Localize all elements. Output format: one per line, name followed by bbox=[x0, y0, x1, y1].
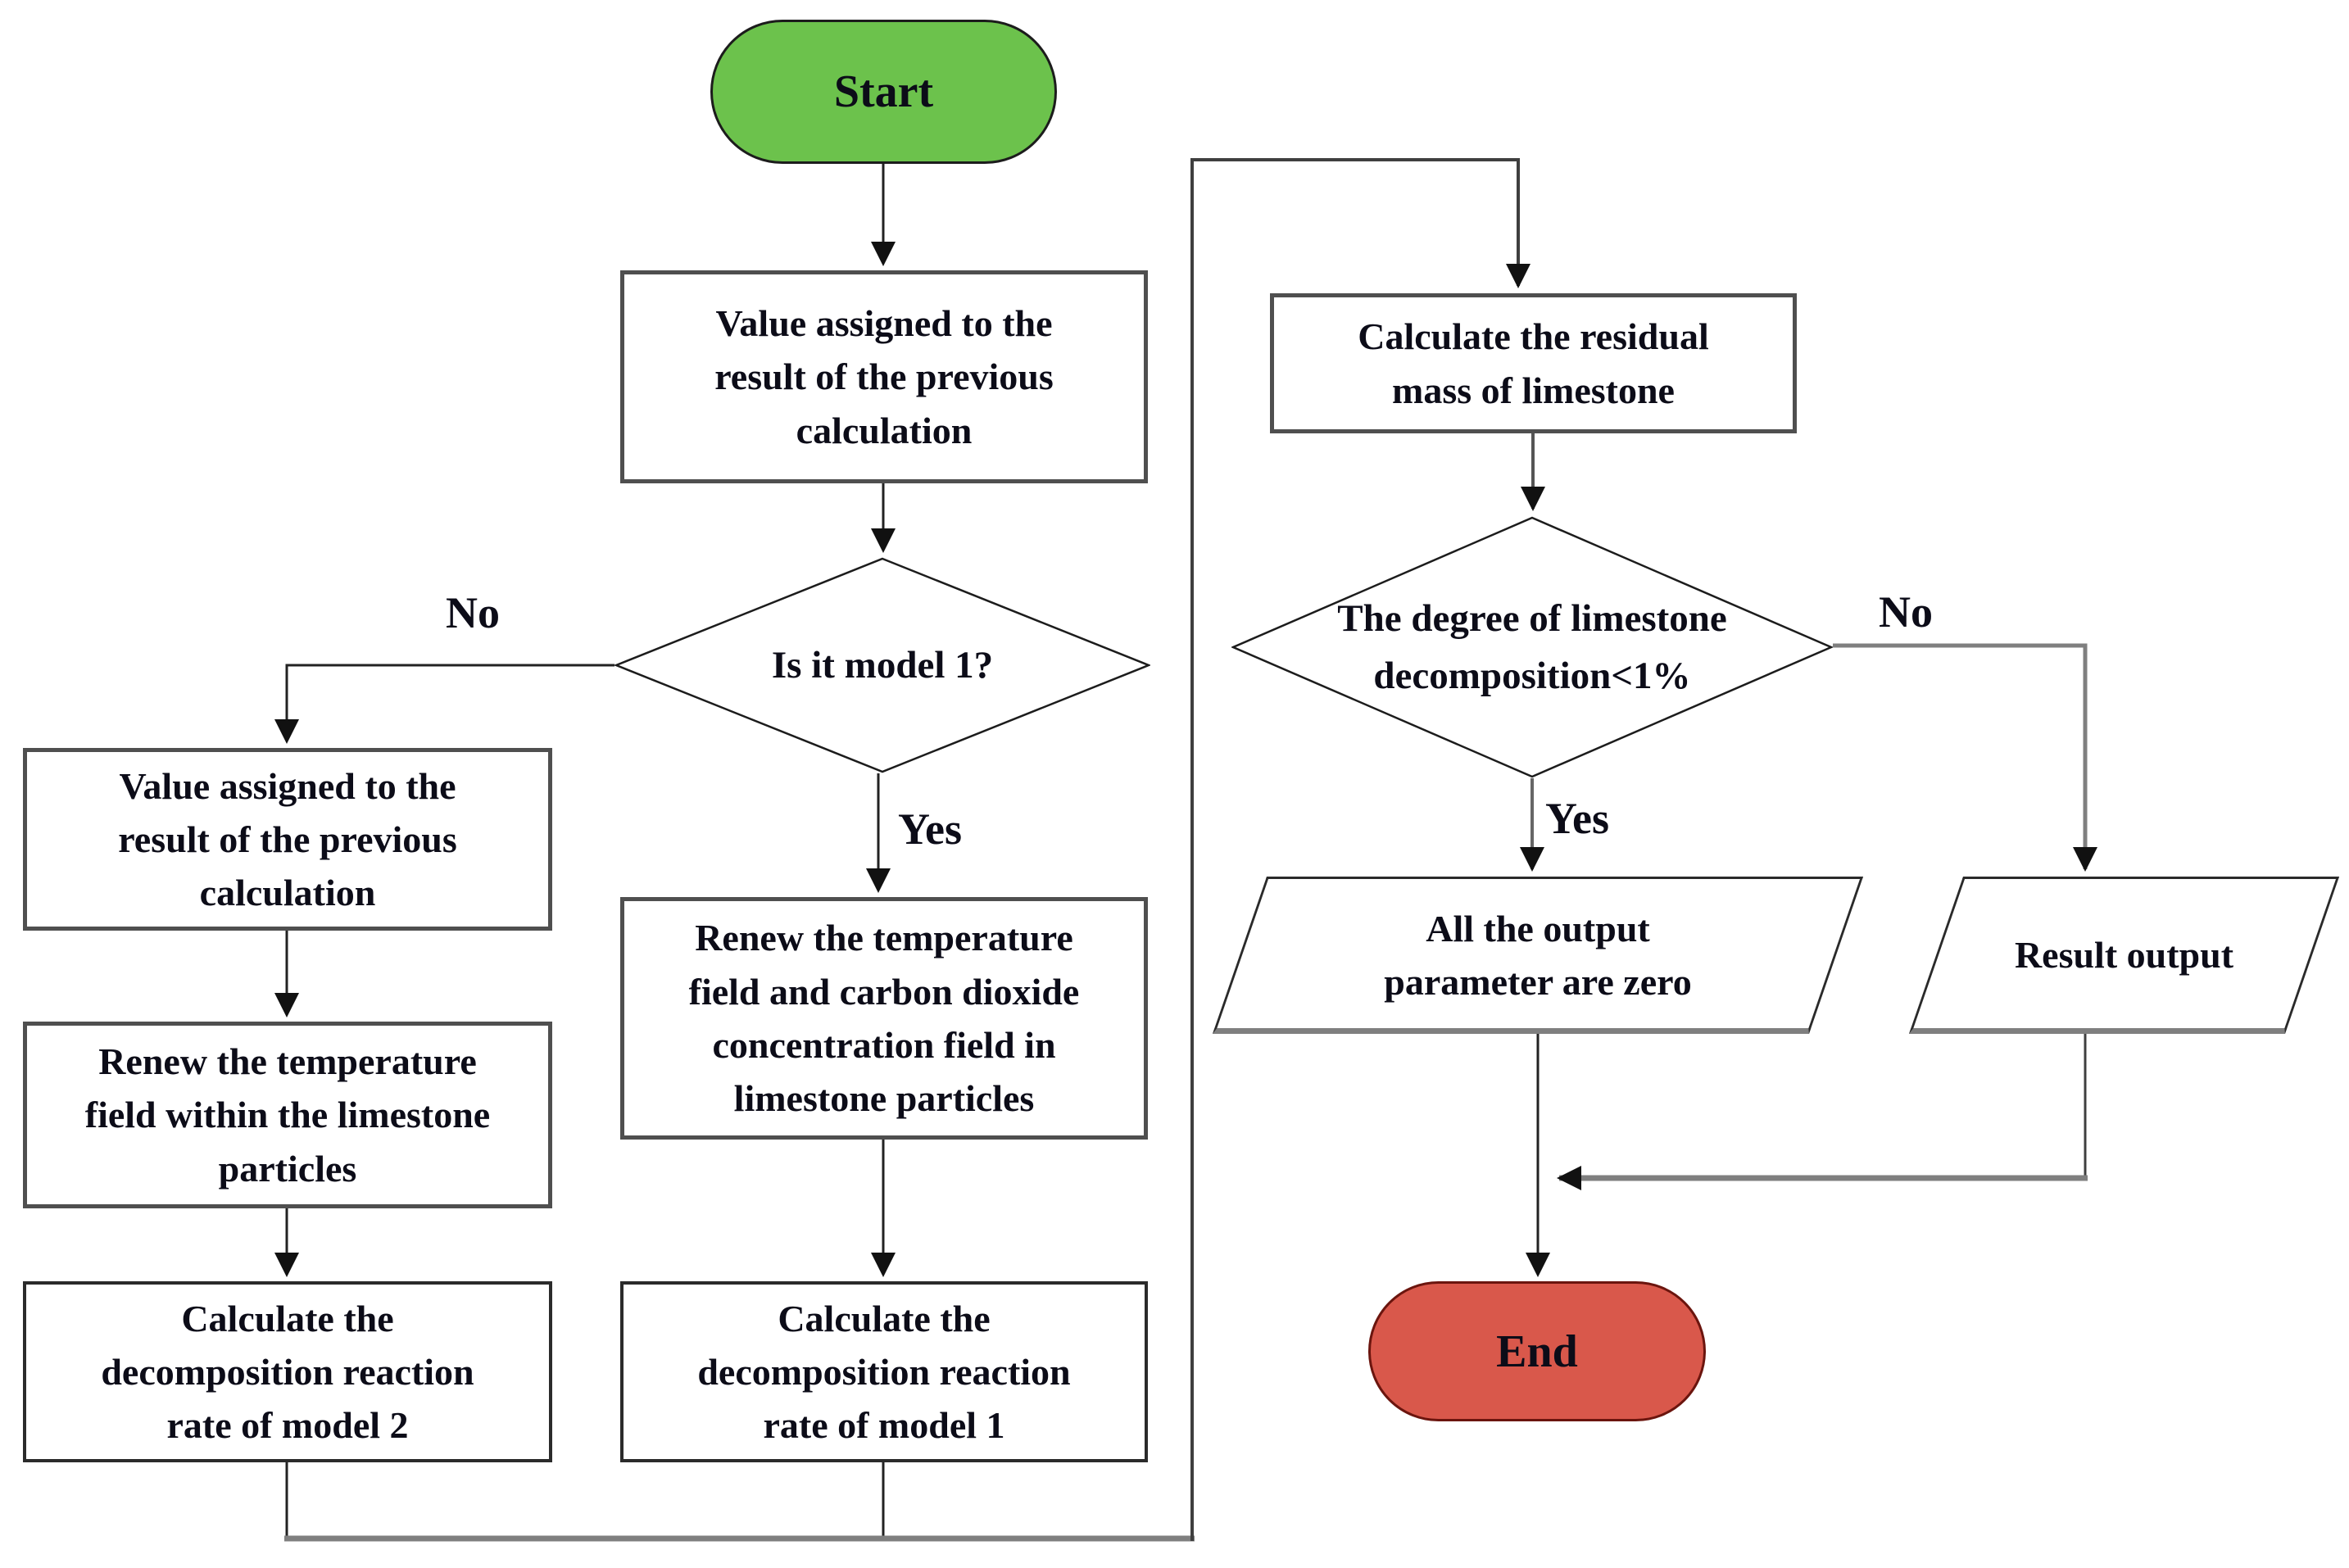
decision-model: Is it model 1? bbox=[614, 557, 1150, 773]
process-residual-text: Calculate the residual mass of limestone bbox=[1358, 315, 1709, 411]
edge-decision-no-left bbox=[274, 664, 614, 744]
edge-degree-no-right bbox=[1833, 643, 2097, 872]
process-renew-mid-text: Renew the temperature field and carbon d… bbox=[688, 917, 1080, 1120]
decision-model-text: Is it model 1? bbox=[771, 643, 994, 687]
process-calc-model2-text: Calculate the decomposition reaction rat… bbox=[101, 1297, 474, 1447]
end-label: End bbox=[1496, 1326, 1578, 1377]
process-assign-left: Value assigned to the result of the prev… bbox=[23, 748, 552, 931]
edge-label-no-left: No bbox=[446, 588, 500, 637]
process-renew-left: Renew the temperature field within the l… bbox=[23, 1022, 552, 1208]
process-calc-model1-text: Calculate the decomposition reaction rat… bbox=[697, 1297, 1071, 1447]
edge-label-yes-right: Yes bbox=[1545, 794, 1609, 843]
process-residual: Calculate the residual mass of limestone bbox=[1270, 293, 1797, 433]
process-assign-left-text: Value assigned to the result of the prev… bbox=[118, 764, 457, 914]
process-renew-mid: Renew the temperature field and carbon d… bbox=[620, 897, 1148, 1140]
io-result-output: Result output bbox=[1905, 877, 2343, 1034]
process-assign-top-text: Value assigned to the result of the prev… bbox=[714, 302, 1054, 451]
process-calc-model1: Calculate the decomposition reaction rat… bbox=[620, 1281, 1148, 1462]
edge-label-no-right: No bbox=[1879, 587, 1933, 637]
edge-label-yes-left: Yes bbox=[898, 804, 962, 854]
io-output-zero: All the output parameter are zero bbox=[1209, 877, 1867, 1034]
decision-degree-text: The degree of limestone decomposition<1% bbox=[1337, 596, 1727, 698]
process-renew-left-text: Renew the temperature field within the l… bbox=[84, 1040, 491, 1190]
io-output-zero-text: All the output parameter are zero bbox=[1384, 907, 1692, 1003]
io-result-output-text: Result output bbox=[2014, 934, 2234, 977]
start-node: Start bbox=[710, 20, 1057, 164]
end-node: End bbox=[1368, 1281, 1706, 1421]
start-label: Start bbox=[833, 66, 934, 117]
process-calc-model2: Calculate the decomposition reaction rat… bbox=[23, 1281, 552, 1462]
decision-model-shape bbox=[614, 557, 1150, 773]
decision-degree: The degree of limestone decomposition<1% bbox=[1231, 516, 1833, 778]
decision-degree-shape bbox=[1231, 516, 1833, 778]
process-assign-top: Value assigned to the result of the prev… bbox=[620, 270, 1148, 483]
